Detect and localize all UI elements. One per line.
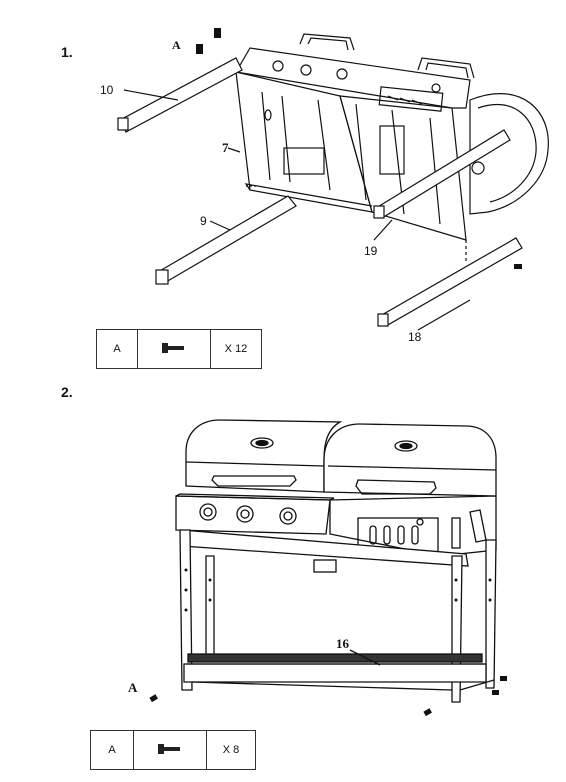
hardware-letter: A [90,730,134,770]
part-label-9: 9 [200,214,207,228]
hardware-quantity: X 12 [210,329,262,369]
step-1-number: 1. [61,44,73,60]
bolt-icon [133,730,207,770]
step-1-hardware-table: A X 12 [96,329,262,369]
part-label-10: 10 [100,83,114,97]
step-2-hardware-table: A X 8 [90,730,256,770]
bolt-icon [137,329,211,369]
step-1-hardware-marker: A [172,38,181,52]
hardware-quantity: X 8 [206,730,256,770]
step-2-hardware-marker: A [128,680,138,695]
part-label-19: 19 [364,244,378,258]
step-2-number: 2. [61,384,73,400]
part-label-7: 7 [222,140,229,155]
part-label-18: 18 [408,330,422,344]
part-label-16: 16 [336,636,349,651]
